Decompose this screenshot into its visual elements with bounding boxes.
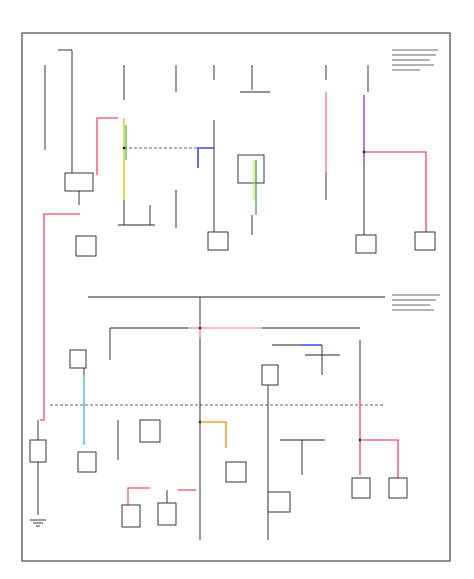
central-column	[188, 297, 262, 540]
note-top-right	[392, 49, 438, 71]
wire-red-generator	[96, 117, 118, 175]
relay-right-middle	[261, 344, 340, 540]
fuse-column-3	[207, 65, 229, 251]
note-mid-right	[392, 294, 440, 311]
wire-red-main-feed	[40, 213, 80, 421]
component-bottom-left	[77, 451, 97, 473]
lower-components	[117, 419, 196, 528]
relay-left	[69, 349, 87, 369]
battery-circuit	[29, 420, 47, 527]
diagram-frame	[21, 32, 451, 562]
right-branch-bottom	[351, 340, 408, 499]
right-branch-top	[355, 65, 436, 254]
relay-column	[237, 65, 270, 235]
junction-dots	[122, 146, 366, 442]
bottom-right-components	[267, 439, 325, 513]
component-orange-load	[225, 461, 247, 483]
wire-blue	[197, 147, 214, 168]
fuse-column-1	[118, 65, 200, 226]
generator-circuit	[44, 49, 94, 205]
wire-orange	[202, 421, 227, 448]
component-left	[75, 235, 97, 257]
